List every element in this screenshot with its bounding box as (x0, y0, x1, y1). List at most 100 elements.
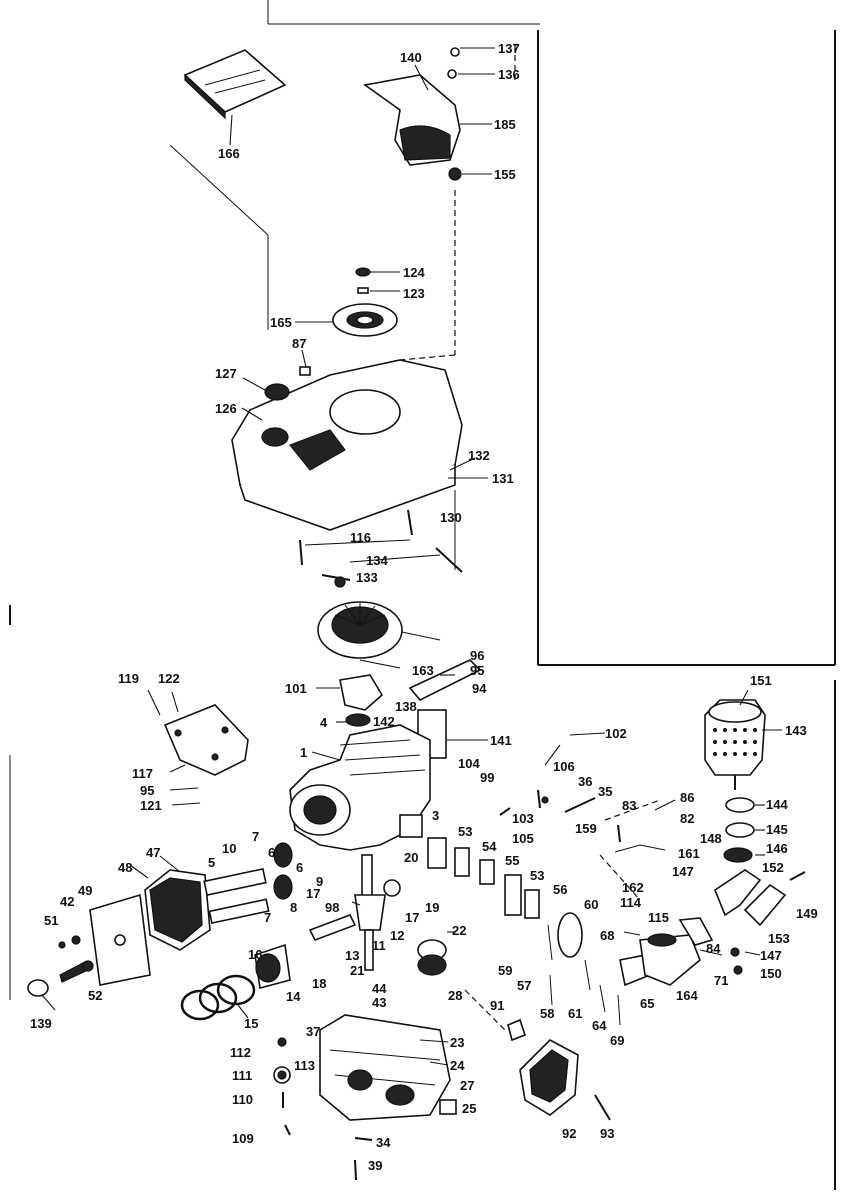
label-71: 71 (714, 973, 728, 988)
label-116: 116 (350, 530, 371, 545)
muffler-92 (507, 1018, 611, 1121)
label-155: 155 (494, 167, 516, 182)
label-110: 110 (232, 1092, 253, 1107)
linkage-164 (623, 917, 723, 986)
label-10: 10 (222, 841, 236, 856)
label-86: 86 (680, 790, 694, 805)
label-150: 150 (760, 966, 782, 981)
dashed-guides (464, 799, 661, 1031)
label-152: 152 (762, 860, 784, 875)
label-96: 96 (470, 648, 484, 663)
label-12: 12 (390, 928, 404, 943)
label-20: 20 (404, 850, 418, 865)
label-7-b: 7 (264, 910, 271, 925)
label-91: 91 (490, 998, 504, 1013)
label-121: 121 (140, 798, 162, 813)
label-39: 39 (368, 1158, 382, 1173)
label-136: 136 (498, 67, 520, 82)
label-93: 93 (600, 1126, 614, 1141)
label-59: 59 (498, 963, 512, 978)
label-84: 84 (706, 941, 721, 956)
label-165: 165 (270, 315, 292, 330)
label-6-a: 6 (268, 845, 275, 860)
label-8: 8 (290, 900, 297, 915)
piston-rings (180, 943, 291, 1021)
screws-116 (299, 509, 463, 588)
label-44: 44 (372, 981, 387, 996)
starter-housing-185 (362, 47, 495, 181)
label-11: 11 (372, 938, 386, 953)
label-53-a: 53 (458, 824, 472, 839)
pulley-165 (295, 267, 400, 337)
blower-housing-126 (231, 349, 488, 531)
label-106: 106 (553, 759, 575, 774)
label-138: 138 (395, 699, 417, 714)
label-139: 139 (30, 1016, 52, 1031)
label-133: 133 (356, 570, 378, 585)
label-51: 51 (44, 913, 58, 928)
label-104: 104 (458, 756, 480, 771)
label-140: 140 (400, 50, 422, 65)
label-35: 35 (598, 784, 612, 799)
label-6-b: 6 (296, 860, 303, 875)
small-parts-left (27, 935, 94, 1011)
label-82: 82 (680, 811, 694, 826)
label-126: 126 (215, 401, 237, 416)
label-52: 52 (88, 988, 102, 1003)
label-101: 101 (285, 681, 307, 696)
label-1: 1 (300, 745, 307, 760)
label-98: 98 (325, 900, 339, 915)
label-185: 185 (494, 117, 516, 132)
label-3: 3 (432, 808, 439, 823)
label-132: 132 (468, 448, 490, 463)
label-19: 19 (425, 900, 439, 915)
label-94: 94 (472, 681, 487, 696)
crankshaft (308, 854, 455, 976)
label-22: 22 (452, 923, 466, 938)
label-64: 64 (592, 1018, 607, 1033)
flywheel-163 (317, 601, 441, 669)
label-92: 92 (562, 1126, 576, 1141)
label-69: 69 (610, 1033, 624, 1048)
label-127: 127 (215, 366, 237, 381)
label-87: 87 (292, 336, 306, 351)
label-65: 65 (640, 996, 654, 1011)
label-113: 113 (294, 1058, 315, 1073)
frame-lines (9, 0, 836, 1190)
label-166: 166 (218, 146, 240, 161)
label-163: 163 (412, 663, 434, 678)
label-27: 27 (460, 1078, 474, 1093)
label-17-a: 17 (306, 886, 320, 901)
label-147-b: 147 (760, 948, 782, 963)
label-57: 57 (517, 978, 531, 993)
label-145: 145 (766, 822, 788, 837)
small-parts-base (273, 1037, 291, 1136)
air-cleaner-143 (704, 689, 782, 790)
carburetor-48 (89, 842, 293, 986)
label-124: 124 (403, 265, 425, 280)
label-53-b: 53 (530, 868, 544, 883)
label-4: 4 (320, 715, 328, 730)
label-134: 134 (366, 553, 388, 568)
label-23: 23 (450, 1035, 464, 1050)
label-149: 149 (796, 906, 818, 921)
label-119: 119 (118, 671, 139, 686)
label-99: 99 (480, 770, 494, 785)
label-42: 42 (60, 894, 74, 909)
label-159: 159 (575, 821, 597, 836)
label-122: 122 (158, 671, 180, 686)
label-162: 162 (622, 880, 644, 895)
label-114: 114 (620, 895, 642, 910)
label-54: 54 (482, 839, 497, 854)
label-115: 115 (648, 910, 669, 925)
label-24: 24 (450, 1058, 465, 1073)
label-55: 55 (505, 853, 519, 868)
label-103: 103 (512, 811, 534, 826)
label-25: 25 (462, 1101, 476, 1116)
ignition-coil (316, 659, 488, 759)
label-9: 9 (316, 874, 323, 889)
label-95: 95 (140, 783, 154, 798)
label-123: 123 (403, 286, 425, 301)
label-37: 37 (306, 1024, 320, 1039)
